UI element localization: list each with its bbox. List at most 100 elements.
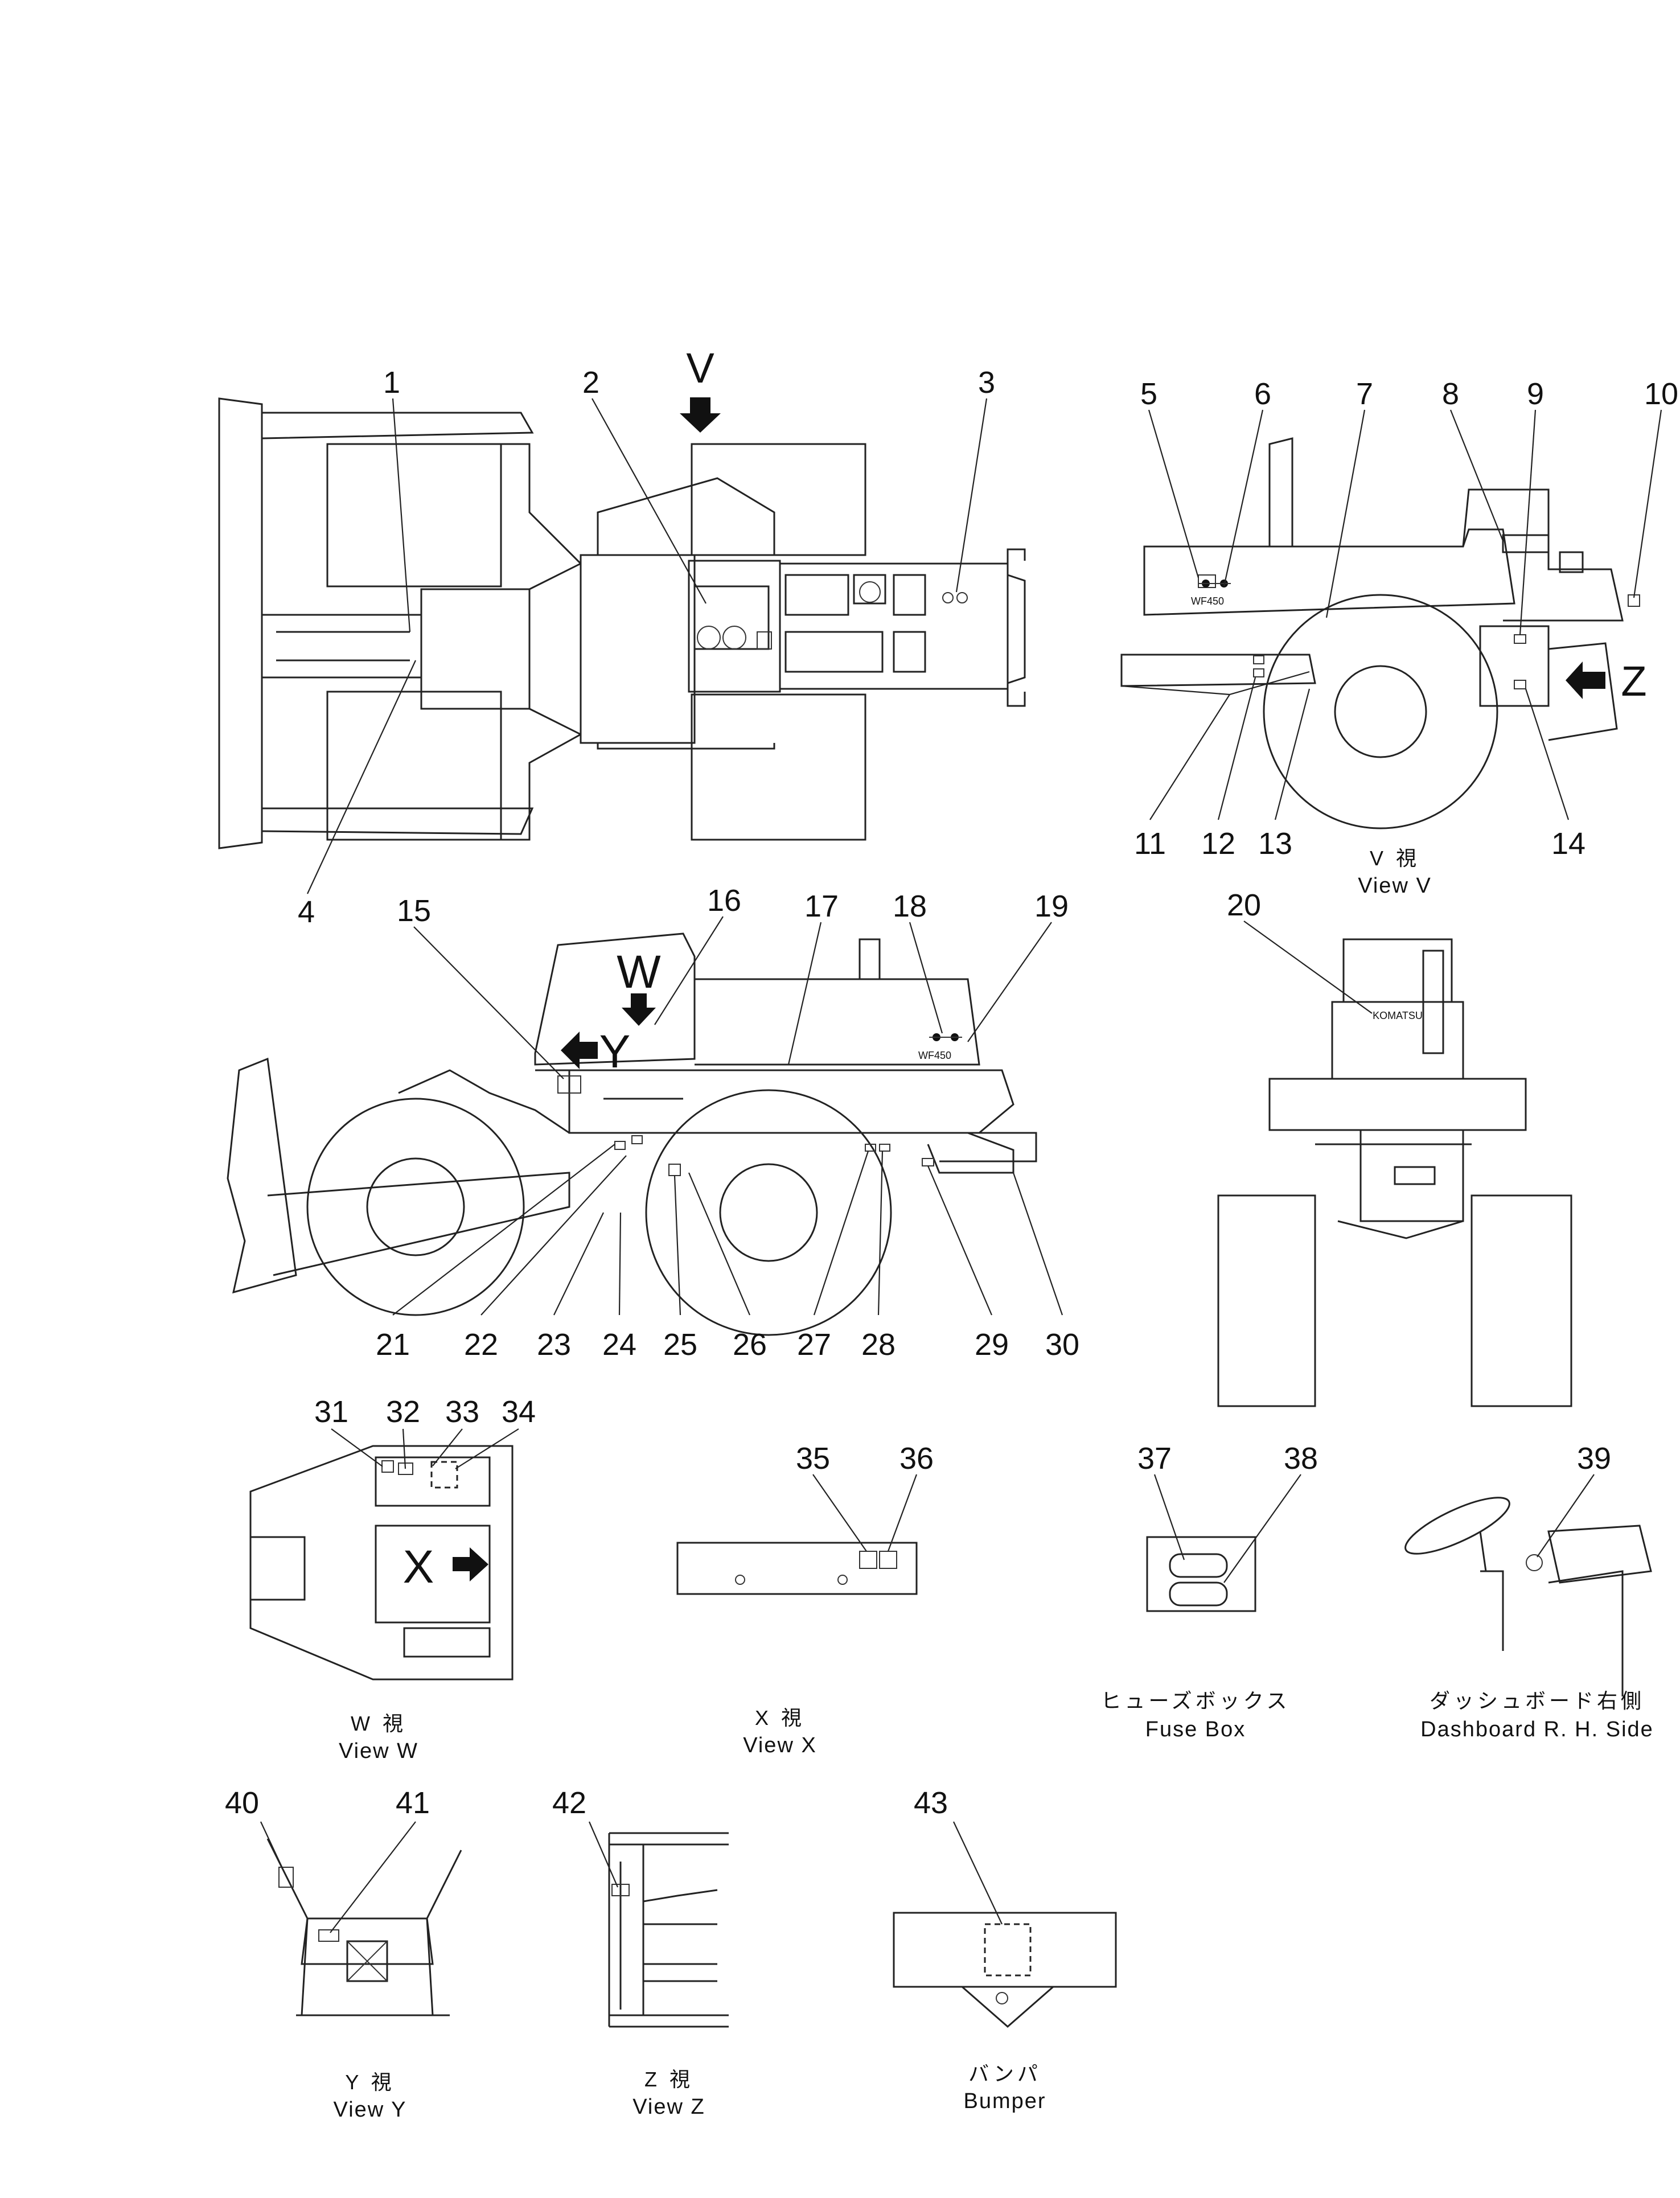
callout-number: 26 [733, 1328, 767, 1362]
view-arrow-x-label: X [403, 1541, 434, 1593]
svg-text:Y 視: Y 視 [345, 2070, 395, 2094]
callout-number: 31 [314, 1395, 348, 1429]
caption-bumper: バンパ Bumper [963, 2062, 1046, 2113]
callout-number: 7 [1356, 377, 1373, 411]
callout-number: 6 [1254, 377, 1271, 411]
callout-number: 16 [707, 884, 741, 918]
model-plate-text: WF450 [918, 1050, 951, 1061]
arrow-down-icon [680, 397, 721, 433]
view-z-drawing [608, 1832, 729, 2028]
callout-number: 28 [861, 1328, 896, 1362]
callout-number: 20 [1227, 888, 1261, 922]
caption-dashboard: ダッシュボード右側 Dashboard R. H. Side [1420, 1689, 1654, 1741]
arrow-right-icon [453, 1547, 488, 1581]
callout-number: 34 [502, 1395, 536, 1429]
callout-number: 13 [1258, 827, 1292, 861]
callout-number: 25 [663, 1328, 697, 1362]
svg-text:ヒューズボックス: ヒューズボックス [1100, 1689, 1290, 1712]
callout-number: 9 [1527, 377, 1544, 411]
callout-number: 19 [1034, 889, 1069, 923]
caption-view-w: W 視 View W [339, 1712, 418, 1763]
top-view-drawing [218, 397, 1026, 849]
view-arrow-x: X [403, 1541, 488, 1593]
svg-text:X 視: X 視 [755, 1706, 805, 1729]
view-arrow-w-label: W [617, 946, 661, 998]
callout-number: 40 [225, 1786, 259, 1820]
caption-view-z: Z 視 View Z [632, 2068, 705, 2119]
callout-number: 33 [445, 1395, 479, 1429]
bumper-drawing [893, 1912, 1117, 2028]
callout-number: 5 [1140, 377, 1157, 411]
svg-text:Z 視: Z 視 [644, 2068, 693, 2091]
callout-number: 12 [1201, 827, 1235, 861]
rear-view-drawing [1217, 938, 1572, 1407]
caption-fuse-box: ヒューズボックス Fuse Box [1100, 1689, 1290, 1741]
svg-text:Dashboard R. H. Side: Dashboard R. H. Side [1420, 1718, 1654, 1741]
callout-number: 39 [1577, 1441, 1611, 1476]
callout-number: 23 [537, 1328, 571, 1362]
model-plate-text: WF450 [1191, 595, 1224, 607]
fuse-box-drawing [1146, 1536, 1256, 1612]
callout-number: 41 [396, 1786, 430, 1820]
callout-number: 32 [386, 1395, 420, 1429]
svg-text:View Z: View Z [632, 2095, 705, 2119]
svg-text:バンパ: バンパ [968, 2062, 1041, 2085]
callout-number: 15 [397, 894, 431, 928]
model-plate-view-v: WF450 [1191, 580, 1231, 607]
caption-view-y: Y 視 View Y [334, 2070, 407, 2122]
svg-text:View Y: View Y [334, 2098, 407, 2122]
callout-labels: 1 2 3 4 5 6 7 8 9 10 11 12 13 14 15 16 1… [225, 365, 1678, 1820]
callout-number: 35 [796, 1441, 830, 1476]
callout-number: 11 [1134, 827, 1166, 861]
callout-number: 8 [1442, 377, 1459, 411]
view-arrow-z: Z [1566, 658, 1647, 705]
model-plate-side-view: WF450 [918, 1033, 962, 1061]
callout-number: 43 [914, 1786, 948, 1820]
callout-number: 42 [552, 1786, 586, 1820]
arrow-down-icon [622, 993, 656, 1026]
arrow-left-icon [1566, 662, 1605, 699]
callout-number: 4 [298, 895, 315, 929]
svg-text:Bumper: Bumper [963, 2089, 1046, 2113]
callout-number: 21 [376, 1328, 410, 1362]
callout-number: 22 [464, 1328, 498, 1362]
callout-number: 30 [1045, 1328, 1079, 1362]
svg-text:View W: View W [339, 1739, 418, 1763]
callout-number: 24 [602, 1328, 636, 1362]
svg-text:View X: View X [743, 1733, 817, 1757]
svg-text:Fuse Box: Fuse Box [1145, 1718, 1246, 1741]
callout-number: 3 [978, 365, 995, 400]
callout-number: 27 [797, 1328, 831, 1362]
callout-number: 36 [899, 1441, 934, 1476]
svg-text:View V: View V [1358, 874, 1432, 898]
svg-text:ダッシュボード右側: ダッシュボード右側 [1430, 1689, 1645, 1712]
callout-number: 17 [804, 889, 839, 923]
view-arrow-w: W [617, 946, 661, 1026]
view-arrow-y-label: Y [599, 1026, 631, 1078]
caption-view-v: V 視 View V [1358, 847, 1432, 898]
leader-lines [260, 398, 1662, 1933]
arrow-left-icon [561, 1032, 598, 1069]
callout-number: 37 [1137, 1441, 1172, 1476]
svg-text:V 視: V 視 [1370, 847, 1420, 870]
caption-view-x: X 視 View X [743, 1706, 817, 1757]
view-arrow-z-label: Z [1621, 658, 1646, 705]
view-arrow-v: V [680, 344, 721, 433]
dashboard-drawing [1404, 1497, 1652, 1696]
callout-number: 18 [893, 889, 927, 923]
callout-number: 2 [582, 365, 599, 400]
view-arrow-v-label: V [686, 344, 714, 392]
callout-number: 10 [1644, 377, 1678, 411]
view-y-drawing [266, 1838, 462, 2016]
callout-number: 1 [383, 365, 400, 400]
callout-number: 38 [1284, 1441, 1318, 1476]
callout-number: 29 [975, 1328, 1009, 1362]
view-arrow-y: Y [561, 1026, 630, 1078]
view-x-drawing [676, 1542, 918, 1595]
callout-number: 14 [1551, 827, 1585, 861]
side-view-drawing [227, 932, 1037, 1336]
brand-plate-text: KOMATSU [1373, 1010, 1423, 1021]
svg-text:W 視: W 視 [351, 1712, 406, 1735]
view-v-drawing [1120, 437, 1640, 829]
